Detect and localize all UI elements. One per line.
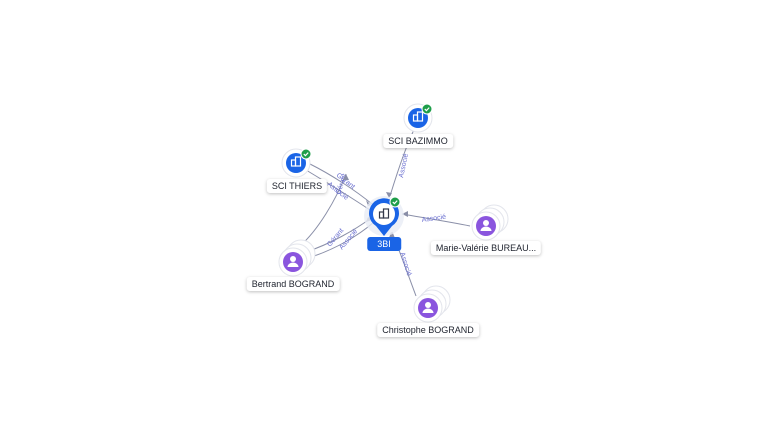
person-icon xyxy=(422,302,434,313)
node-marie-valerie-bureau[interactable] xyxy=(471,204,509,241)
arrowhead xyxy=(386,192,392,198)
edge-bertrand-3bi-associe xyxy=(307,221,375,259)
label-sci-thiers[interactable]: SCI THIERS xyxy=(266,179,328,193)
node-3bi-center[interactable] xyxy=(364,196,404,236)
node-christophe-bogrand[interactable] xyxy=(413,285,451,323)
building-icon xyxy=(412,111,424,122)
edge-marie-3bi xyxy=(401,213,471,227)
label-3bi[interactable]: 3BI xyxy=(367,237,401,251)
verified-check-icon xyxy=(300,148,312,160)
node-sci-bazimmo[interactable] xyxy=(403,103,433,133)
edge-label-christophe-associe: Associé xyxy=(398,251,412,277)
label-marie-valerie-bureau[interactable]: Marie-Valérie BUREAU... xyxy=(430,241,542,255)
arrowhead xyxy=(402,211,408,217)
building-icon xyxy=(290,156,302,167)
verified-check-icon xyxy=(389,196,401,208)
edge-label-marie-associe: Associé xyxy=(421,214,446,224)
node-sci-thiers[interactable] xyxy=(281,148,312,178)
label-bertrand-bogrand[interactable]: Bertrand BOGRAND xyxy=(246,277,340,291)
edges-layer: Associé Gérant Associé Gérant Associé Gé… xyxy=(299,123,471,297)
node-bertrand-bogrand[interactable] xyxy=(278,239,316,277)
building-icon xyxy=(378,208,390,219)
person-icon xyxy=(287,256,299,267)
edge-label-bazimmo-associe: Associé xyxy=(398,153,410,179)
arrowhead xyxy=(343,174,349,180)
label-sci-bazimmo[interactable]: SCI BAZIMMO xyxy=(383,134,453,148)
person-icon xyxy=(480,220,492,231)
label-christophe-bogrand[interactable]: Christophe BOGRAND xyxy=(377,323,479,337)
verified-check-icon xyxy=(421,103,433,115)
